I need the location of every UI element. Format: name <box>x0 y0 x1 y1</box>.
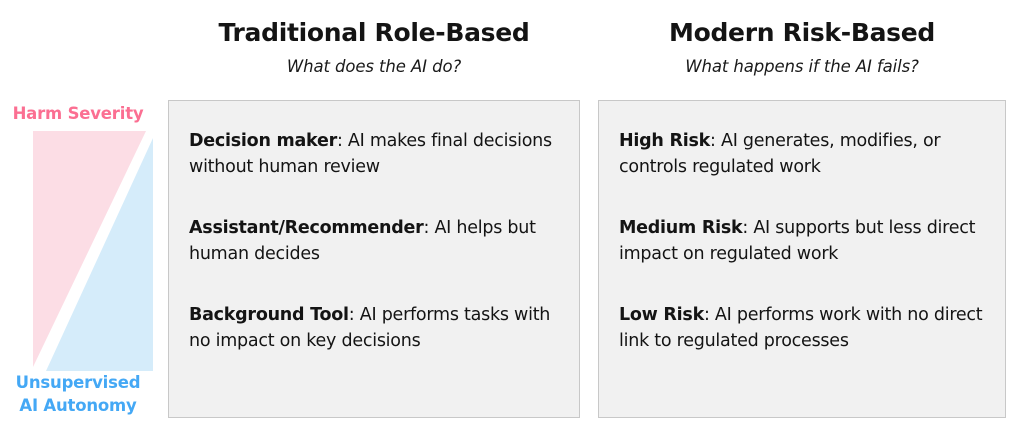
column-title-traditional: Traditional Role-Based <box>218 18 530 47</box>
ai-autonomy-triangle <box>46 138 153 371</box>
list-item: High Risk: AI generates, modifies, or co… <box>619 129 987 180</box>
axis-legend: Harm Severity Unsupervised AI Autonomy <box>0 0 162 441</box>
item-term: Assistant/Recommender <box>189 218 424 238</box>
column-subtitle-modern: What happens if the AI fails? <box>685 57 919 76</box>
list-item: Low Risk: AI performs work with no direc… <box>619 303 987 354</box>
column-traditional-role-based: Traditional Role-Based What does the AI … <box>162 0 586 441</box>
list-item: Decision maker: AI makes final decisions… <box>189 129 561 180</box>
axis-gradient-box <box>33 131 153 371</box>
axis-bottom-label-line2: AI Autonomy <box>19 396 137 415</box>
axis-bottom-label: Unsupervised AI Autonomy <box>0 371 156 417</box>
item-description: : AI performs work with no direct link t… <box>619 305 983 351</box>
item-term: Low Risk <box>619 305 704 325</box>
item-description: : AI performs tasks with no impact on ke… <box>189 305 551 351</box>
harm-severity-triangle <box>33 131 146 367</box>
column-subtitle-traditional: What does the AI do? <box>286 57 462 76</box>
column-modern-risk-based: Modern Risk-Based What happens if the AI… <box>592 0 1012 441</box>
list-item: Assistant/Recommender: AI helps but huma… <box>189 216 561 267</box>
item-description: : AI makes final decisions without human… <box>189 131 552 177</box>
item-description: : AI supports but less direct impact on … <box>619 218 976 264</box>
panel-traditional: Decision maker: AI makes final decisions… <box>168 100 580 418</box>
item-term: Background Tool <box>189 305 349 325</box>
axis-bottom-label-line1: Unsupervised <box>15 373 141 392</box>
axis-gradient-triangles <box>33 131 153 371</box>
panel-modern: High Risk: AI generates, modifies, or co… <box>598 100 1006 418</box>
item-term: Medium Risk <box>619 218 743 238</box>
column-title-modern: Modern Risk-Based <box>669 18 935 47</box>
list-item: Medium Risk: AI supports but less direct… <box>619 216 987 267</box>
item-term: High Risk <box>619 131 711 151</box>
item-description: : AI generates, modifies, or controls re… <box>619 131 941 177</box>
axis-top-label: Harm Severity <box>12 104 144 123</box>
item-description: : AI helps but human decides <box>189 218 536 264</box>
list-item: Background Tool: AI performs tasks with … <box>189 303 561 354</box>
item-term: Decision maker <box>189 131 337 151</box>
